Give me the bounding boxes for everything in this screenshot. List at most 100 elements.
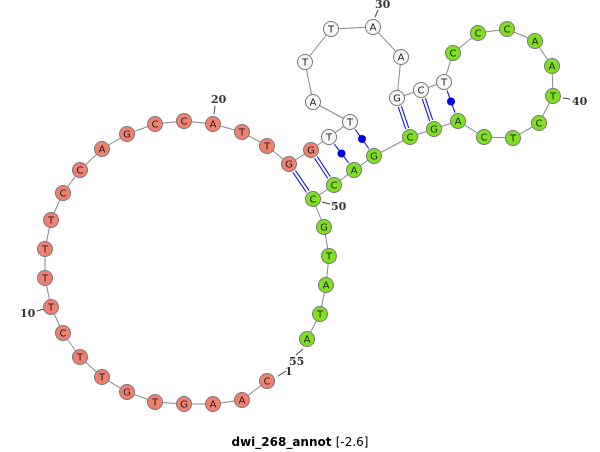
nucleotide-30: A bbox=[365, 19, 381, 35]
nucleotide-base: G bbox=[180, 400, 188, 411]
structure-title: dwi_268_annot [-2.6] bbox=[0, 435, 600, 449]
nucleotide-base: A bbox=[455, 117, 462, 128]
nucleotide-35: C bbox=[445, 45, 461, 61]
position-number: 1 bbox=[285, 365, 293, 378]
nucleotide-49: C bbox=[326, 177, 342, 193]
nucleotide-circle bbox=[426, 121, 442, 137]
nucleotide-circle bbox=[505, 130, 521, 146]
nucleotide-base: T bbox=[151, 398, 159, 409]
nucleotide-base: C bbox=[481, 133, 488, 144]
nucleotide-45: G bbox=[426, 121, 442, 137]
nucleotide-19: C bbox=[176, 113, 192, 129]
nucleotide-37: C bbox=[499, 21, 515, 37]
nucleotide-51: G bbox=[316, 219, 332, 235]
nucleotide-base: T bbox=[440, 78, 448, 89]
number-tick bbox=[321, 201, 331, 205]
nucleotide-base: A bbox=[323, 281, 330, 292]
nucleotide-circle bbox=[43, 299, 59, 315]
nucleotide-base: T bbox=[263, 142, 271, 153]
nucleotide-circle bbox=[303, 142, 319, 158]
nucleotide-circle bbox=[119, 384, 135, 400]
nucleotide-base: T bbox=[47, 303, 55, 314]
base-pair-line bbox=[316, 156, 331, 177]
nucleotide-circle bbox=[234, 124, 250, 140]
nucleotide-circle bbox=[234, 392, 250, 408]
nucleotide-base: A bbox=[532, 37, 539, 48]
base-pair-line bbox=[400, 105, 410, 129]
nucleotide-11: T bbox=[37, 270, 53, 286]
nucleotide-18: C bbox=[147, 116, 163, 132]
nucleotide-8: T bbox=[72, 349, 88, 365]
nucleotide-circle bbox=[389, 90, 405, 106]
nucleotide-base: G bbox=[430, 125, 438, 136]
nucleotide-circle bbox=[365, 19, 381, 35]
nucleotide-circle bbox=[321, 248, 337, 264]
nucleotide-base: A bbox=[239, 396, 246, 407]
nucleotide-base: A bbox=[210, 120, 217, 131]
nucleotide-50: C bbox=[305, 191, 321, 207]
nucleotide-1: C bbox=[259, 373, 275, 389]
base-pair-line bbox=[294, 170, 310, 191]
nucleotide-circle bbox=[55, 185, 71, 201]
nucleotide-46: C bbox=[402, 129, 418, 145]
nucleotide-circle bbox=[393, 49, 409, 65]
base-pair-line bbox=[421, 98, 431, 122]
nucleotide-circle bbox=[326, 177, 342, 193]
nucleotide-base: G bbox=[320, 223, 328, 234]
position-number: 55 bbox=[289, 355, 304, 368]
nucleotide-base: C bbox=[450, 49, 457, 60]
nucleotide-base: G bbox=[307, 146, 315, 157]
nucleotide-3: A bbox=[205, 396, 221, 412]
nucleotide-circle bbox=[281, 156, 297, 172]
nucleotide-circle bbox=[205, 396, 221, 412]
nucleotide-base: T bbox=[509, 134, 517, 145]
nucleotide-42: T bbox=[505, 130, 521, 146]
nucleotide-circle bbox=[147, 116, 163, 132]
base-pair-line bbox=[314, 158, 329, 179]
nucleotide-base: C bbox=[310, 195, 317, 206]
nucleotide-34: T bbox=[436, 74, 452, 90]
title-energy: [-2.6] bbox=[335, 435, 369, 449]
nucleotide-base: C bbox=[77, 166, 84, 177]
nucleotide-circle bbox=[476, 129, 492, 145]
nucleotide-circle bbox=[470, 25, 486, 41]
nucleotide-circle bbox=[55, 325, 71, 341]
nucleotide-9: C bbox=[55, 325, 71, 341]
nucleotide-circle bbox=[499, 21, 515, 37]
nucleotide-10: T bbox=[43, 299, 59, 315]
nucleotide-circle bbox=[436, 74, 452, 90]
backbone bbox=[44, 26, 554, 405]
nucleotide-base: C bbox=[418, 86, 425, 97]
nucleotide-base: T bbox=[316, 310, 324, 321]
position-number: 40 bbox=[572, 95, 588, 108]
nucleotide-circle bbox=[176, 396, 192, 412]
nucleotide-circle bbox=[72, 162, 88, 178]
position-number: 50 bbox=[331, 200, 347, 213]
nucleotide-circle bbox=[342, 114, 358, 130]
wobble-pair-dot bbox=[447, 97, 455, 106]
nucleotide-12: T bbox=[37, 241, 53, 257]
nucleotide-base: T bbox=[325, 252, 333, 263]
nucleotide-base: T bbox=[76, 353, 84, 364]
nucleotide-circle bbox=[545, 88, 561, 104]
base-pair-line bbox=[397, 106, 407, 130]
nucleotide-base: G bbox=[370, 152, 378, 163]
nucleotide-circle bbox=[346, 162, 362, 178]
nucleotide-41: C bbox=[531, 115, 547, 131]
nucleotide-7: T bbox=[94, 369, 110, 385]
nucleotide-base: A bbox=[310, 98, 317, 109]
nucleotide-base: C bbox=[181, 117, 188, 128]
nucleotide-circle bbox=[305, 94, 321, 110]
nucleotide-5: T bbox=[147, 394, 163, 410]
nucleotide-circle bbox=[72, 349, 88, 365]
nucleotide-53: A bbox=[318, 277, 334, 293]
base-pairs bbox=[292, 90, 456, 193]
wobble-pair-dot bbox=[358, 135, 366, 143]
nucleotide-circle bbox=[37, 270, 53, 286]
nucleotide-base: T bbox=[41, 274, 49, 285]
nucleotide-base: T bbox=[549, 92, 557, 103]
number-tick bbox=[213, 105, 216, 115]
nucleotide-base: G bbox=[123, 130, 131, 141]
